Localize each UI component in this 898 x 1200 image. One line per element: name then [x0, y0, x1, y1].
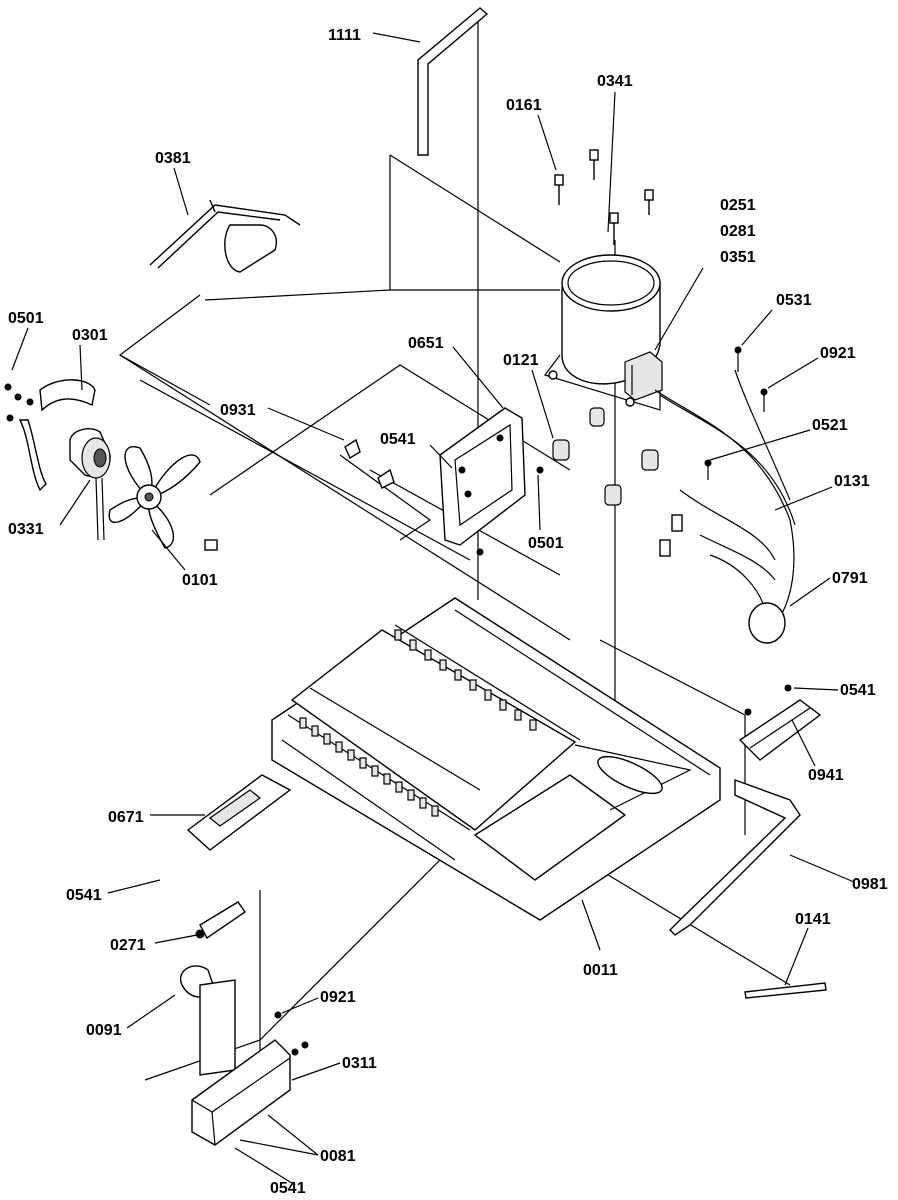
callout-0141: 0141	[795, 911, 831, 928]
callout-0671: 0671	[108, 809, 144, 826]
compressor-0341	[544, 254, 661, 411]
callout-0331: 0331	[8, 521, 44, 538]
callout-0161: 0161	[506, 97, 542, 114]
callout-1111: 1111	[328, 27, 361, 44]
callout-0091: 0091	[86, 1022, 122, 1039]
callout-0541-right: 0541	[840, 682, 876, 699]
callout-0521: 0521	[812, 417, 848, 434]
callout-0541-fan: 0541	[380, 431, 416, 448]
callout-0791: 0791	[832, 570, 868, 587]
grommets-0121	[552, 407, 659, 506]
callout-0531: 0531	[776, 292, 812, 309]
callout-0941: 0941	[808, 767, 844, 784]
fan-blade-0101	[108, 446, 218, 551]
callout-0251: 0251	[720, 197, 756, 214]
tube-1111	[417, 7, 489, 156]
callout-0101: 0101	[182, 572, 218, 589]
callout-0341: 0341	[597, 73, 633, 90]
callout-0281: 0281	[720, 223, 756, 240]
capacitor-0271	[195, 901, 246, 940]
alignment-lines	[118, 10, 791, 1110]
callout-0931: 0931	[220, 402, 256, 419]
control-box-0311	[179, 965, 309, 1146]
clips-0931	[344, 438, 395, 489]
callout-0311: 0311	[342, 1055, 377, 1072]
callout-0131: 0131	[834, 473, 870, 490]
callout-0081: 0081	[320, 1148, 356, 1165]
relay-overload-0351	[624, 351, 663, 401]
callout-0981: 0981	[852, 876, 888, 893]
base-pan-0011	[271, 597, 721, 921]
bolts-0161	[554, 149, 654, 245]
callout-0501-bracket: 0501	[528, 535, 564, 552]
condenser-tube-0381	[149, 199, 301, 273]
tray-0671	[186, 774, 292, 851]
callout-0301: 0301	[72, 327, 108, 344]
callout-0011: 0011	[583, 962, 618, 979]
callout-0651: 0651	[408, 335, 444, 352]
drain-tube-0981	[669, 779, 801, 936]
rod-0141	[744, 982, 827, 999]
wire-harness-0131	[654, 369, 796, 644]
callout-labels: 1111 0341 0161 0381 0251 0281 0351 0531 …	[8, 27, 888, 1197]
callout-0381: 0381	[155, 150, 191, 167]
callout-0271: 0271	[110, 937, 146, 954]
screws-right	[704, 346, 768, 480]
callout-0541-box: 0541	[270, 1180, 306, 1197]
callout-0121: 0121	[503, 352, 539, 369]
callout-0921-bottom: 0921	[320, 989, 356, 1006]
bracket-0941	[738, 684, 822, 761]
leader-lines	[11, 32, 855, 1186]
fan-bracket-0651	[439, 407, 544, 556]
callout-0351: 0351	[720, 249, 756, 266]
callout-0501-top: 0501	[8, 310, 44, 327]
callout-0921-top: 0921	[820, 345, 856, 362]
callout-0541-tray: 0541	[66, 887, 102, 904]
fan-motor-0331	[4, 379, 111, 541]
